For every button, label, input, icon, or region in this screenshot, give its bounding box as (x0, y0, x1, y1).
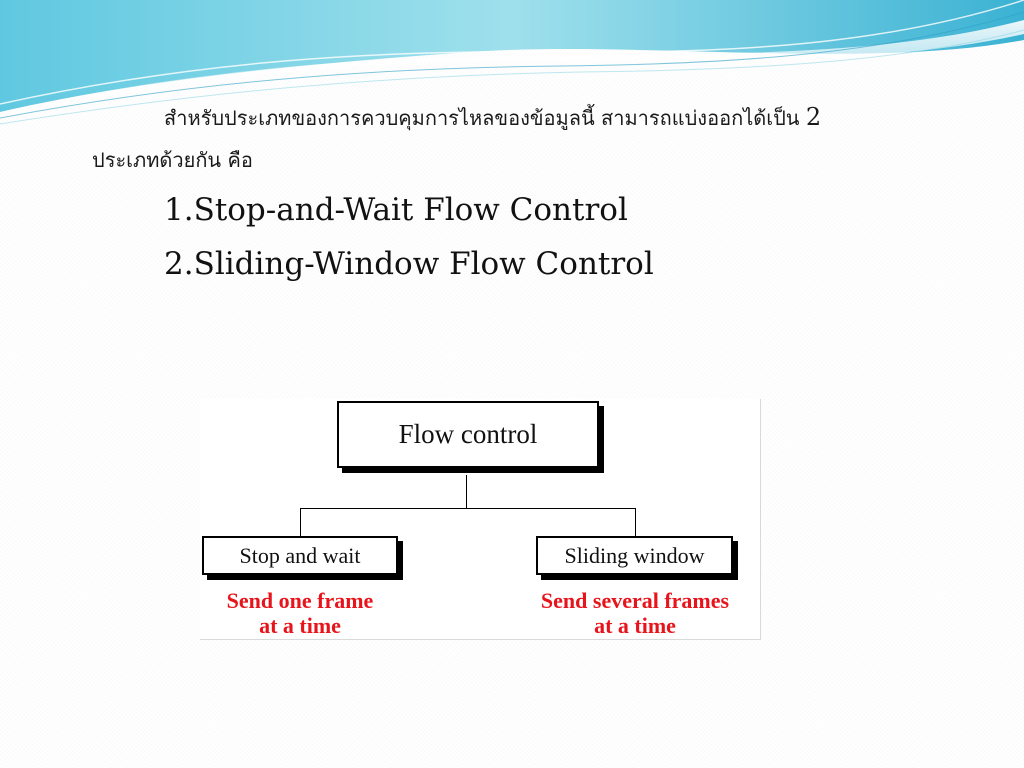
sliding-window-note: Send several frames at a time (510, 588, 760, 638)
diagram-stop-and-wait-box: Stop and wait (202, 536, 398, 575)
connector-right-down (635, 508, 636, 536)
connector-left-down (300, 508, 301, 536)
stop-and-wait-note-line-2: at a time (259, 613, 341, 638)
list-item-stop-and-wait: 1.Stop-and-Wait Flow Control (164, 192, 628, 228)
intro-paragraph: สำหรับประเภทของการควบคุมการไหลของข้อมูลน… (92, 96, 972, 181)
intro-line-1: สำหรับประเภทของการควบคุมการไหลของข้อมูลน… (164, 103, 822, 131)
stop-and-wait-note-line-1: Send one frame (226, 588, 374, 613)
sliding-window-note-line-1: Send several frames (540, 588, 730, 613)
intro-count: 2 (805, 103, 822, 131)
header-wave-decoration (0, 0, 1024, 125)
diagram-sliding-window-box: Sliding window (536, 536, 733, 575)
list-item-sliding-window: 2.Sliding-Window Flow Control (164, 246, 654, 282)
sliding-window-note-line-2: at a time (594, 613, 676, 638)
connector-root-down (466, 475, 467, 509)
connector-horizontal (300, 508, 636, 509)
diagram-root-box: Flow control (337, 401, 599, 468)
intro-line-2: ประเภทด้วยกัน คือ (92, 148, 253, 172)
flow-control-diagram: Flow control Stop and wait Sliding windo… (200, 399, 761, 640)
stop-and-wait-note: Send one frame at a time (200, 588, 400, 638)
